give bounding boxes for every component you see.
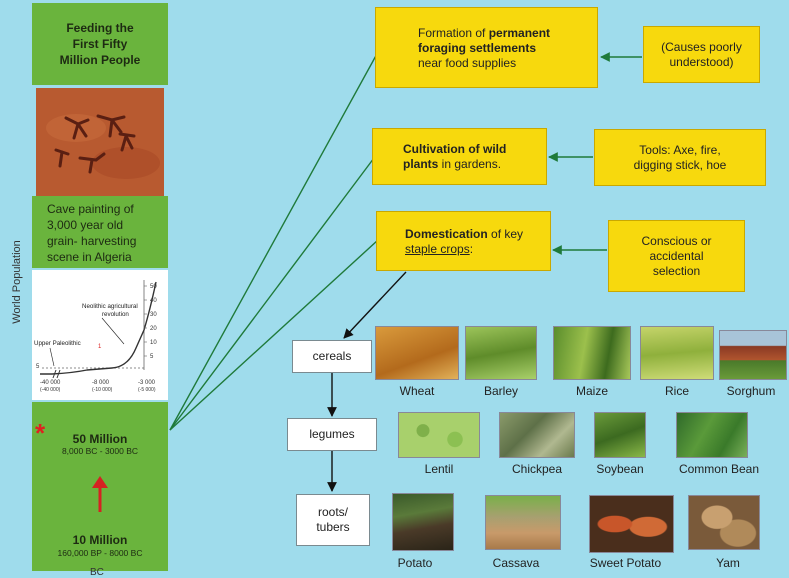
star-marker: * xyxy=(35,418,46,448)
title-box: Feeding the First Fifty Million People xyxy=(32,3,168,85)
stage-1-bold: permanent foraging settlements xyxy=(418,26,551,55)
cassava-image xyxy=(485,495,561,550)
chickpea-image xyxy=(499,412,575,458)
sorghum-image xyxy=(719,330,787,380)
graph-xtick-sub: (-10 000) xyxy=(92,387,113,393)
fan-line-1 xyxy=(169,51,379,431)
stage-3-tail: : xyxy=(469,242,474,256)
stage-3-underline: staple crops xyxy=(405,242,470,256)
pop-50-label: 50 Million xyxy=(72,432,128,446)
crop-label-common-bean: Common Bean xyxy=(678,462,760,476)
cave-painting-image xyxy=(36,88,164,196)
cave-caption: Cave painting of 3,000 year old grain- h… xyxy=(32,196,168,268)
stage-2-post: in gardens. xyxy=(438,157,502,171)
category-legumes: legumes xyxy=(287,418,377,451)
barley-image xyxy=(465,326,537,380)
sweet-potato-image xyxy=(589,495,674,553)
pop-50-range: 8,000 BC - 3000 BC xyxy=(61,446,139,456)
fan-lines xyxy=(169,51,379,431)
graph-ytick: 30 xyxy=(150,312,157,318)
yam-image xyxy=(688,495,760,550)
graph-marker: 1 xyxy=(98,344,102,350)
category-roots-tubers: roots/ tubers xyxy=(296,494,370,546)
pop-10-range: 160,000 BP - 8000 BC xyxy=(57,548,143,558)
stage-box-settlements: Formation of permanent foraging settleme… xyxy=(375,7,598,88)
pop-10-label: 10 Million xyxy=(72,533,128,547)
fan-line-2 xyxy=(169,157,375,431)
graph-xtick: -8 000 xyxy=(92,380,110,386)
population-curve xyxy=(40,281,157,375)
wheat-image xyxy=(375,326,459,380)
graph-annotation-upper: Upper Paleolithic xyxy=(34,340,81,347)
lentil-image xyxy=(398,412,480,458)
potato-image xyxy=(392,493,454,551)
bottom-cut-text: BC xyxy=(90,567,104,578)
rice-image xyxy=(640,326,714,380)
graph-ytick-left: 5 xyxy=(36,364,40,370)
stage-1-pre: Formation of xyxy=(418,26,489,40)
stage-1-post: near food supplies xyxy=(418,56,517,70)
fan-line-3 xyxy=(169,239,379,431)
stage-3-bold: Domestication xyxy=(405,227,488,241)
graph-xtick-sub: (-40 000) xyxy=(40,387,61,393)
graph-ytick: 5 xyxy=(150,354,154,360)
crop-label-barley: Barley xyxy=(483,384,518,398)
up-arrow-icon xyxy=(92,476,108,512)
maize-image xyxy=(553,326,631,380)
crop-label-wheat: Wheat xyxy=(399,384,435,398)
crop-label-lentil: Lentil xyxy=(424,462,454,476)
crop-label-sweet-potato: Sweet Potato xyxy=(589,556,662,570)
crop-label-sorghum: Sorghum xyxy=(726,384,776,398)
graph-ytick: 20 xyxy=(150,326,157,332)
category-cereals: cereals xyxy=(292,340,372,373)
cause-box-1: (Causes poorly understood) xyxy=(643,26,760,83)
panel-title: Feeding the First Fifty Million People xyxy=(59,21,141,67)
graph-xtick: -3 000 xyxy=(138,380,156,386)
cause-box-3: Conscious or accidental selection xyxy=(608,220,745,292)
crop-label-yam: Yam xyxy=(716,556,740,570)
stage-box-domestication: Domestication of key staple crops: xyxy=(376,211,551,271)
stage-2-bold: Cultivation of wild plants xyxy=(403,142,507,171)
crop-label-maize: Maize xyxy=(575,384,608,398)
y-axis-label: World Population xyxy=(11,240,23,324)
crop-label-rice: Rice xyxy=(664,384,689,398)
cause-box-2: Tools: Axe, fire, digging stick, hoe xyxy=(594,129,766,186)
crop-label-potato: Potato xyxy=(397,556,433,570)
graph-ytick: 40 xyxy=(150,298,157,304)
stage-3-post: of key xyxy=(491,227,524,241)
crop-label-soybean: Soybean xyxy=(596,462,644,476)
graph-xtick: -40 000 xyxy=(40,380,61,386)
common-bean-image xyxy=(676,412,748,458)
domestication-arrow xyxy=(343,271,407,339)
graph-xtick-sub: (-5 000) xyxy=(138,387,156,393)
soybean-image xyxy=(594,412,646,458)
stage-box-cultivation: Cultivation of wild plants in gardens. xyxy=(372,128,547,185)
population-box: * 50 Million 8,000 BC - 3000 BC 10 Milli… xyxy=(32,402,168,571)
crop-label-chickpea: Chickpea xyxy=(511,462,563,476)
crop-label-cassava: Cassava xyxy=(492,556,540,570)
graph-ytick: 10 xyxy=(150,340,157,346)
graph-ytick: 50 xyxy=(150,284,157,290)
